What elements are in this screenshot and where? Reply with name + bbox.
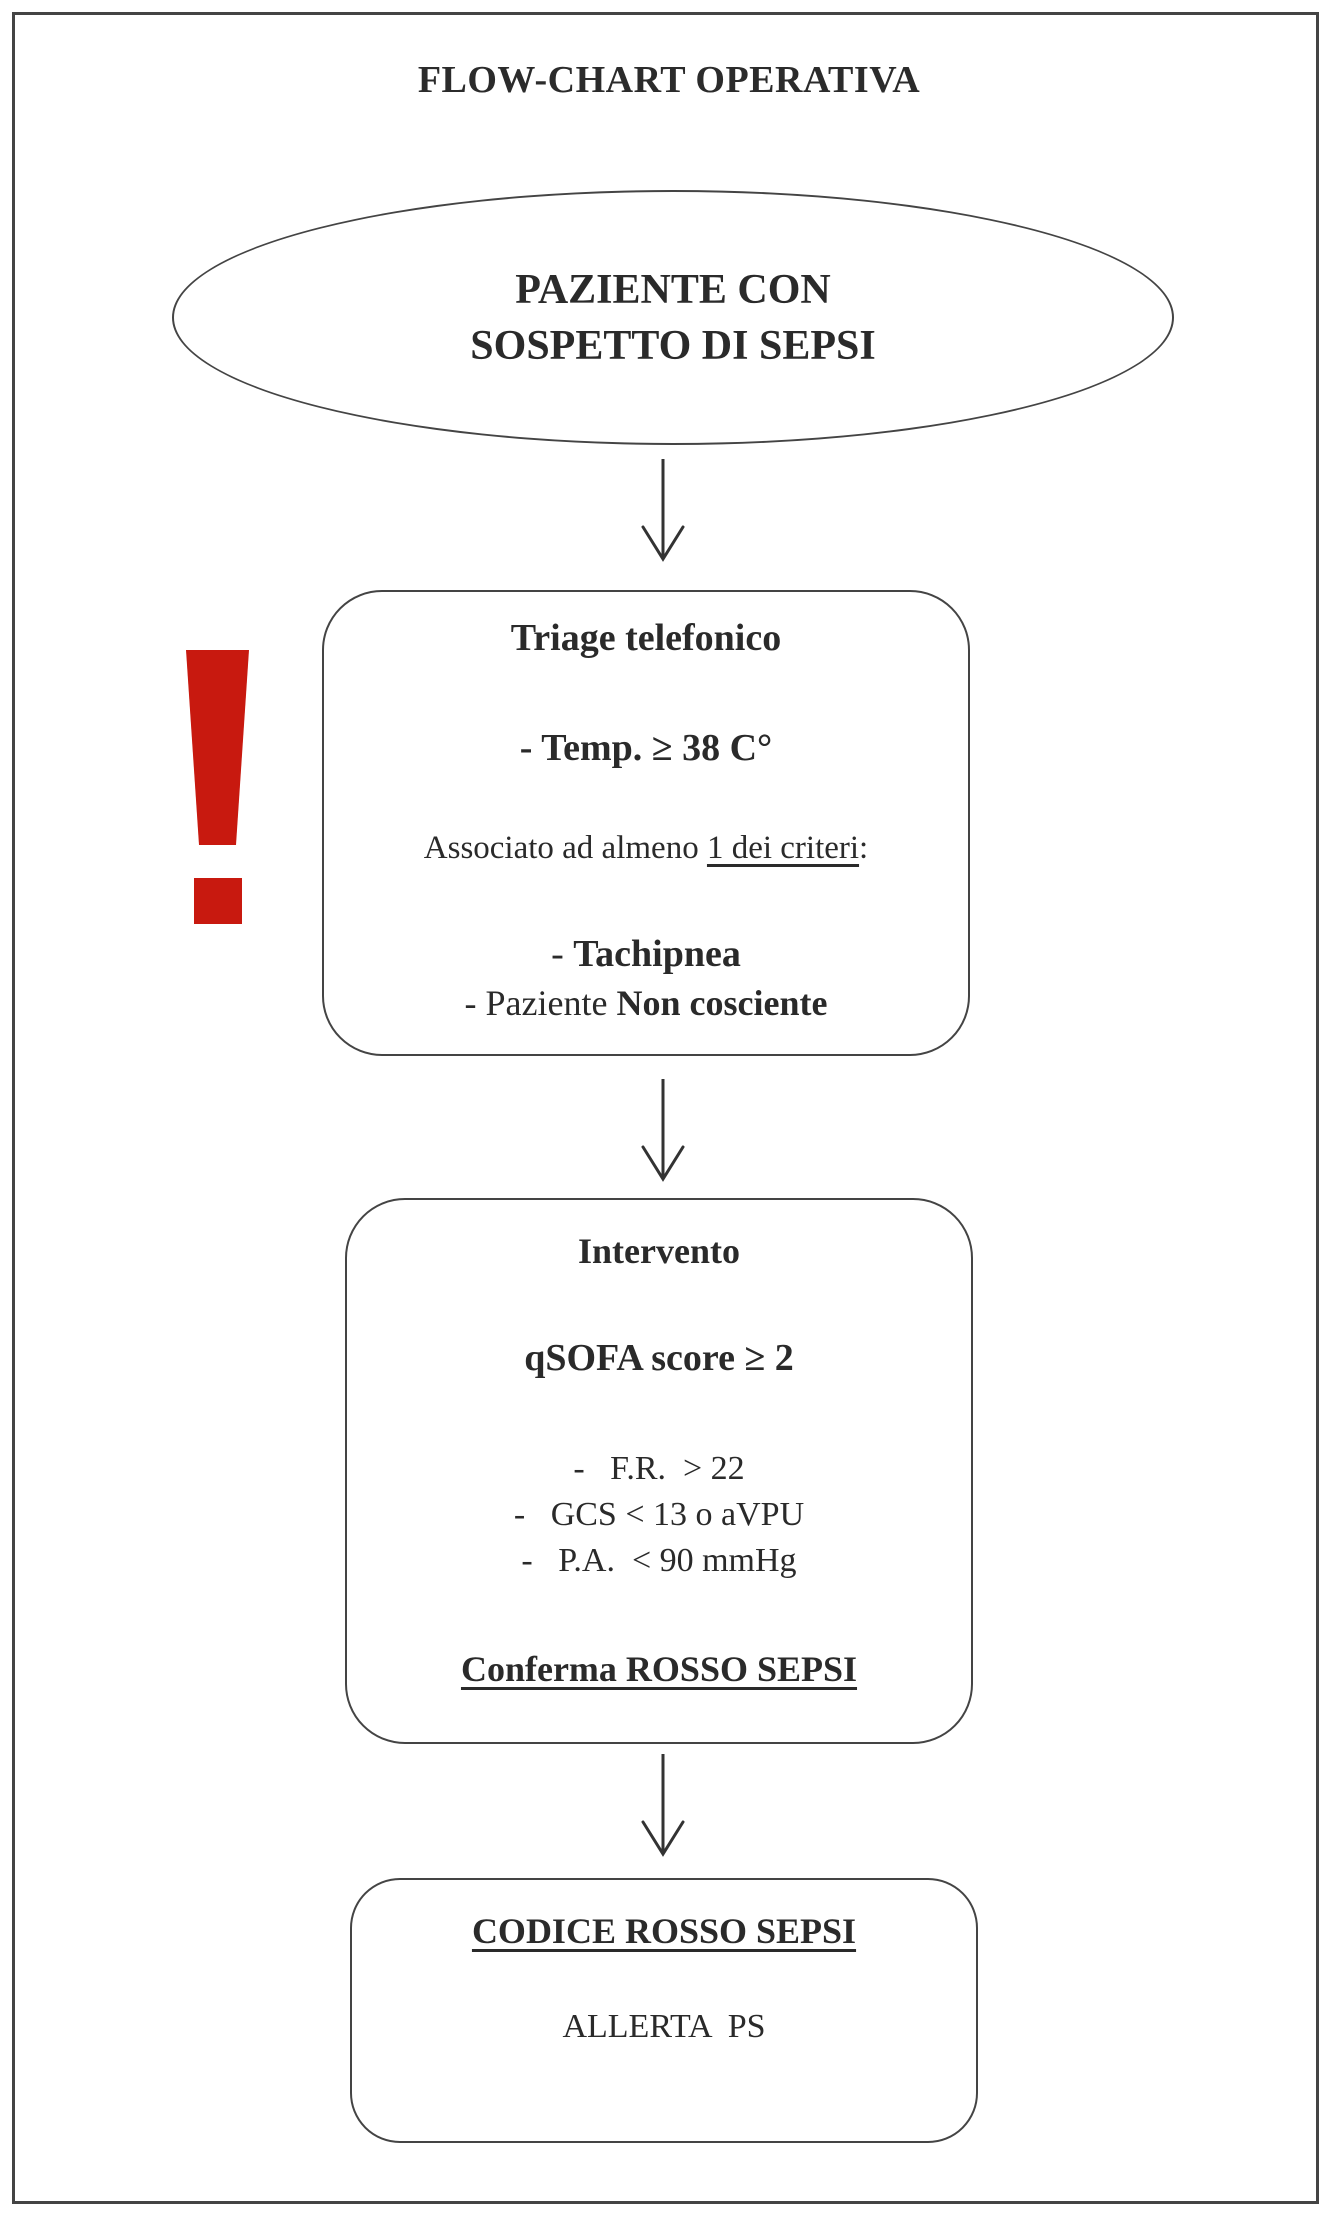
criterion-2-bold: Non cosciente [616,983,828,1023]
page-frame [12,12,1319,2204]
associated-suffix: : [859,830,869,866]
criterion-1-prefix: - [551,933,574,975]
triage-associated-criteria: Associato ad almeno 1 dei criteri: [324,830,968,867]
associated-prefix: Associato ad almeno [423,830,707,866]
conferma-rosso-sepsi: Conferma ROSSO SEPSI [460,1649,858,1689]
associated-underlined: 1 dei criteri [706,830,860,866]
criterion-2-prefix: - Paziente [464,983,617,1023]
alert-exclamation-icon [186,650,249,924]
start-node-line-1: PAZIENTE CON [515,266,831,313]
criterion-tachipnea: - Tachipnea [324,932,968,976]
criterion-non-cosciente: - Paziente Non cosciente [324,982,968,1024]
start-node-line-2: SOSPETTO DI SEPSI [470,322,876,369]
page-title: FLOW-CHART OPERATIVA [417,59,921,101]
triage-box: Triage telefonico - Temp. ≥ 38 C° Associ… [322,590,970,1056]
arrow-down-icon [641,1079,685,1182]
qsofa-item-fr: - F.R. > 22 [573,1450,745,1487]
allerta-ps: ALLERTA PS [562,2008,766,2045]
intervento-box: Intervento qSOFA score ≥ 2 - F.R. > 22 -… [345,1198,973,1744]
codice-rosso-box: CODICE ROSSO SEPSI ALLERTA PS [350,1878,978,2143]
criterion-1-bold: Tachipnea [573,933,741,975]
qsofa-item-gcs: - GCS < 13 o aVPU [513,1496,805,1533]
triage-temperature: - Temp. ≥ 38 C° [519,727,773,769]
codice-rosso-heading: CODICE ROSSO SEPSI [471,1911,857,1951]
arrow-down-icon [641,459,685,562]
qsofa-score: qSOFA score ≥ 2 [524,1337,794,1379]
arrow-down-icon [641,1754,685,1857]
start-node-ellipse: PAZIENTE CON SOSPETTO DI SEPSI [172,190,1174,445]
qsofa-item-pa: - P.A. < 90 mmHg [521,1542,797,1579]
intervento-heading: Intervento [578,1231,740,1271]
triage-heading: Triage telefonico [510,617,782,659]
